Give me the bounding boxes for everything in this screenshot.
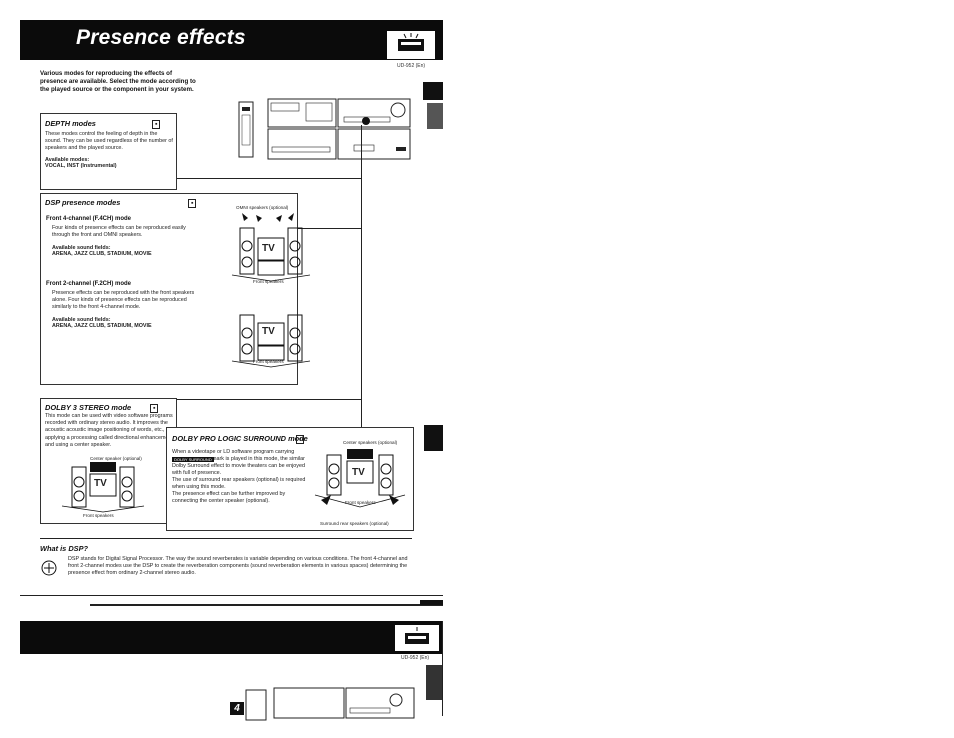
edge-tab-dark — [424, 425, 443, 451]
connector-line — [175, 178, 361, 179]
dsp-note-body: DSP stands for Digital Signal Processor.… — [68, 556, 408, 577]
edge-tab — [426, 665, 443, 700]
prologic-speaker-diagram — [314, 449, 406, 508]
f2-speaker-diagram — [231, 314, 311, 368]
divider — [40, 538, 412, 539]
remote-logo-art — [398, 33, 424, 51]
dsp-modes-box — [40, 193, 298, 385]
page-edge — [90, 604, 443, 606]
page-edge — [442, 621, 443, 716]
prologic-body-1: When a videotape or LD software program … — [172, 449, 295, 455]
prologic-body-4: The presence effect can be further impro… — [172, 491, 286, 505]
f4-speaker-diagram — [231, 213, 311, 282]
dolby3-center-label: Center speaker (optional) — [90, 456, 142, 461]
f4-available-values: ARENA, JAZZ CLUB, STADIUM, MOVIE — [52, 251, 152, 257]
f4-body: Four kinds of presence effects can be re… — [52, 225, 186, 239]
depth-available-label: Available modes: — [45, 157, 90, 163]
dolby-surround-badge: DOLBY SURROUND — [172, 457, 214, 462]
dsp-button-icon: ▪ — [188, 199, 197, 208]
prologic-rear-label: Surround rear speakers (optional) — [320, 521, 389, 526]
dolby3-tv-label: TV — [94, 478, 107, 489]
prologic-front-label: Front speakers — [345, 500, 376, 505]
page-edge — [20, 595, 443, 596]
connector-line — [175, 399, 361, 400]
f2-tv-label: TV — [262, 326, 275, 337]
depth-title: DEPTH modes — [45, 119, 96, 128]
f4-available-label: Available sound fields: — [52, 245, 111, 251]
f2-body: Presence effects can be reproduced with … — [52, 290, 195, 311]
edge-tab — [423, 82, 443, 100]
next-page-components-illustration — [245, 687, 415, 721]
prologic-button-icon: ▪ — [296, 435, 305, 444]
dsp-title: DSP presence modes — [45, 198, 121, 207]
page-title: Presence effects — [76, 26, 246, 49]
f2-available-label: Available sound fields: — [52, 317, 111, 323]
f4-heading: Front 4-channel (F.4CH) mode — [46, 216, 132, 222]
remote-logo-icon — [395, 625, 439, 651]
next-page-title-bar — [20, 621, 443, 654]
f2-heading: Front 2-channel (F.2CH) mode — [46, 281, 132, 287]
depth-button-icon: ▪ — [152, 120, 161, 129]
page-number: 4 — [230, 702, 244, 715]
prologic-body-3: The use of surround rear speakers (optio… — [172, 477, 306, 491]
dolby3-speaker-diagram — [61, 462, 145, 513]
prologic-title: DOLBY PRO LOGIC SURROUND mode — [172, 434, 308, 443]
connector-line — [297, 228, 361, 229]
f4-front-label: Front speakers — [253, 279, 284, 284]
edge-tab-grey — [427, 103, 443, 129]
title-bar — [20, 20, 443, 60]
remote-logo-art — [405, 627, 429, 644]
omni-label: OMNI speakers (optional) — [236, 205, 289, 210]
depth-modes-box — [40, 113, 177, 190]
dolby3-box — [40, 398, 177, 524]
dolby3-front-label: Front speakers — [83, 513, 114, 518]
note-icon — [41, 560, 57, 576]
prologic-body-2: mark is played in this mode, the similar… — [172, 456, 305, 477]
f2-front-label: Front speakers — [253, 359, 284, 364]
depth-body: These modes control the feeling of depth… — [45, 131, 173, 152]
f4-tv-label: TV — [262, 243, 275, 254]
intro-text: Various modes for reproducing the effect… — [40, 70, 196, 93]
dolby3-button-icon: ▪ — [150, 404, 159, 413]
system-components-illustration — [238, 98, 411, 160]
connector-line — [361, 125, 362, 530]
edge-tab — [420, 600, 443, 605]
dsp-note-title: What is DSP? — [40, 544, 89, 553]
dolby3-title: DOLBY 3 STEREO mode — [45, 403, 132, 412]
model-code-bottom: UD-952 (En) — [401, 655, 430, 661]
dolby3-body: This mode can be used with video softwar… — [45, 413, 173, 448]
depth-available-values: VOCAL, INST (Instrumental) — [45, 163, 117, 169]
f2-available-values: ARENA, JAZZ CLUB, STADIUM, MOVIE — [52, 323, 152, 329]
prologic-tv-label: TV — [352, 467, 365, 478]
remote-logo-icon — [387, 31, 435, 59]
prologic-center-label: Center speakers (optional) — [343, 440, 398, 445]
model-code: UD-952 (En) — [397, 63, 426, 69]
